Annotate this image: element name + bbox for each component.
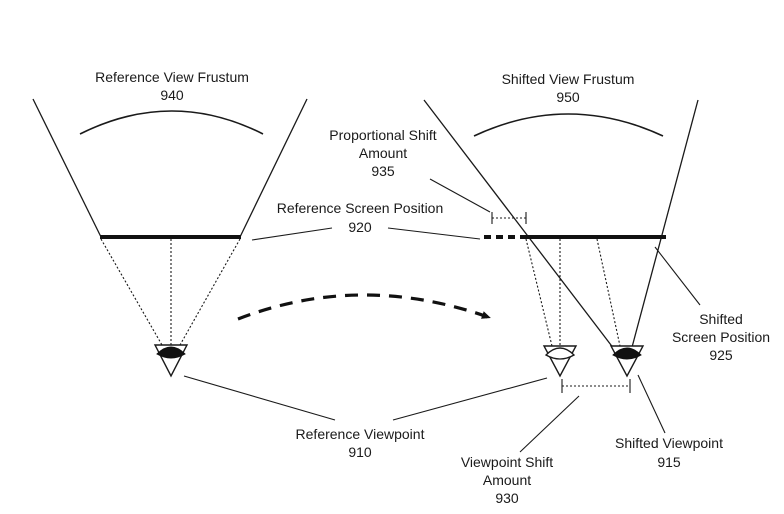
viewpoint-shift-line1: Viewpoint Shift <box>461 454 553 470</box>
reference-frustum <box>32 98 308 238</box>
shifted-screen-label: Shifted Screen Position 925 <box>672 311 770 363</box>
reference-frustum-number: 940 <box>160 87 184 103</box>
reference-viewpoint-eye-icon <box>153 344 189 378</box>
shifted-screen-line2: Screen Position <box>672 329 770 345</box>
shifted-frustum-number: 950 <box>556 89 580 105</box>
shifted-frustum-right-edge <box>626 99 699 367</box>
motion-arrow <box>237 293 491 321</box>
reference-frustum-label: Reference View Frustum 940 <box>95 69 249 103</box>
proportional-shift-line2: Amount <box>359 145 407 161</box>
viewpoint-shift-label: Viewpoint Shift Amount 930 <box>461 454 553 506</box>
viewpoint-shift-line2: Amount <box>483 472 531 488</box>
reference-frustum-left-edge <box>32 98 102 238</box>
shifted-frustum <box>423 99 699 367</box>
shifted-viewpoint-number: 915 <box>657 454 681 470</box>
reference-viewpoint-label: Reference Viewpoint 910 <box>296 426 425 460</box>
reference-viewpoint-number: 910 <box>348 444 372 460</box>
reference-screen-name: Reference Screen Position <box>277 200 444 216</box>
leader-lines <box>183 178 701 453</box>
proportional-shift-line1: Proportional Shift <box>329 127 437 143</box>
reference-frustum-right-edge <box>239 98 308 238</box>
viewpoint-shift-bracket <box>561 379 631 393</box>
reference-screen-number: 920 <box>348 219 372 235</box>
shifted-view-rays <box>525 238 621 347</box>
proportional-shift-label: Proportional Shift Amount 935 <box>329 127 437 179</box>
reference-view-rays <box>100 238 241 346</box>
proportional-shift-bracket <box>491 212 527 224</box>
proportional-shift-number: 935 <box>371 163 395 179</box>
shifted-frustum-label: Shifted View Frustum 950 <box>502 71 635 105</box>
reference-frustum-name: Reference View Frustum <box>95 69 249 85</box>
reference-viewpoint-name: Reference Viewpoint <box>296 426 425 442</box>
viewpoint-shift-number: 930 <box>495 490 519 506</box>
shifted-viewpoint-name: Shifted Viewpoint <box>615 435 723 451</box>
hollow-viewpoint-eye-icon <box>542 345 578 378</box>
shifted-screen-number: 925 <box>709 347 733 363</box>
shifted-frustum-name: Shifted View Frustum <box>502 71 635 87</box>
reference-frustum-arc <box>79 110 264 135</box>
shifted-viewpoint-eye-icon <box>609 345 645 378</box>
reference-screen-label: Reference Screen Position 920 <box>277 200 444 235</box>
shifted-frustum-arc <box>473 113 664 137</box>
shifted-viewpoint-label: Shifted Viewpoint 915 <box>615 435 723 470</box>
shifted-frustum-left-edge <box>423 99 628 367</box>
shifted-screen-line1: Shifted <box>699 311 743 327</box>
